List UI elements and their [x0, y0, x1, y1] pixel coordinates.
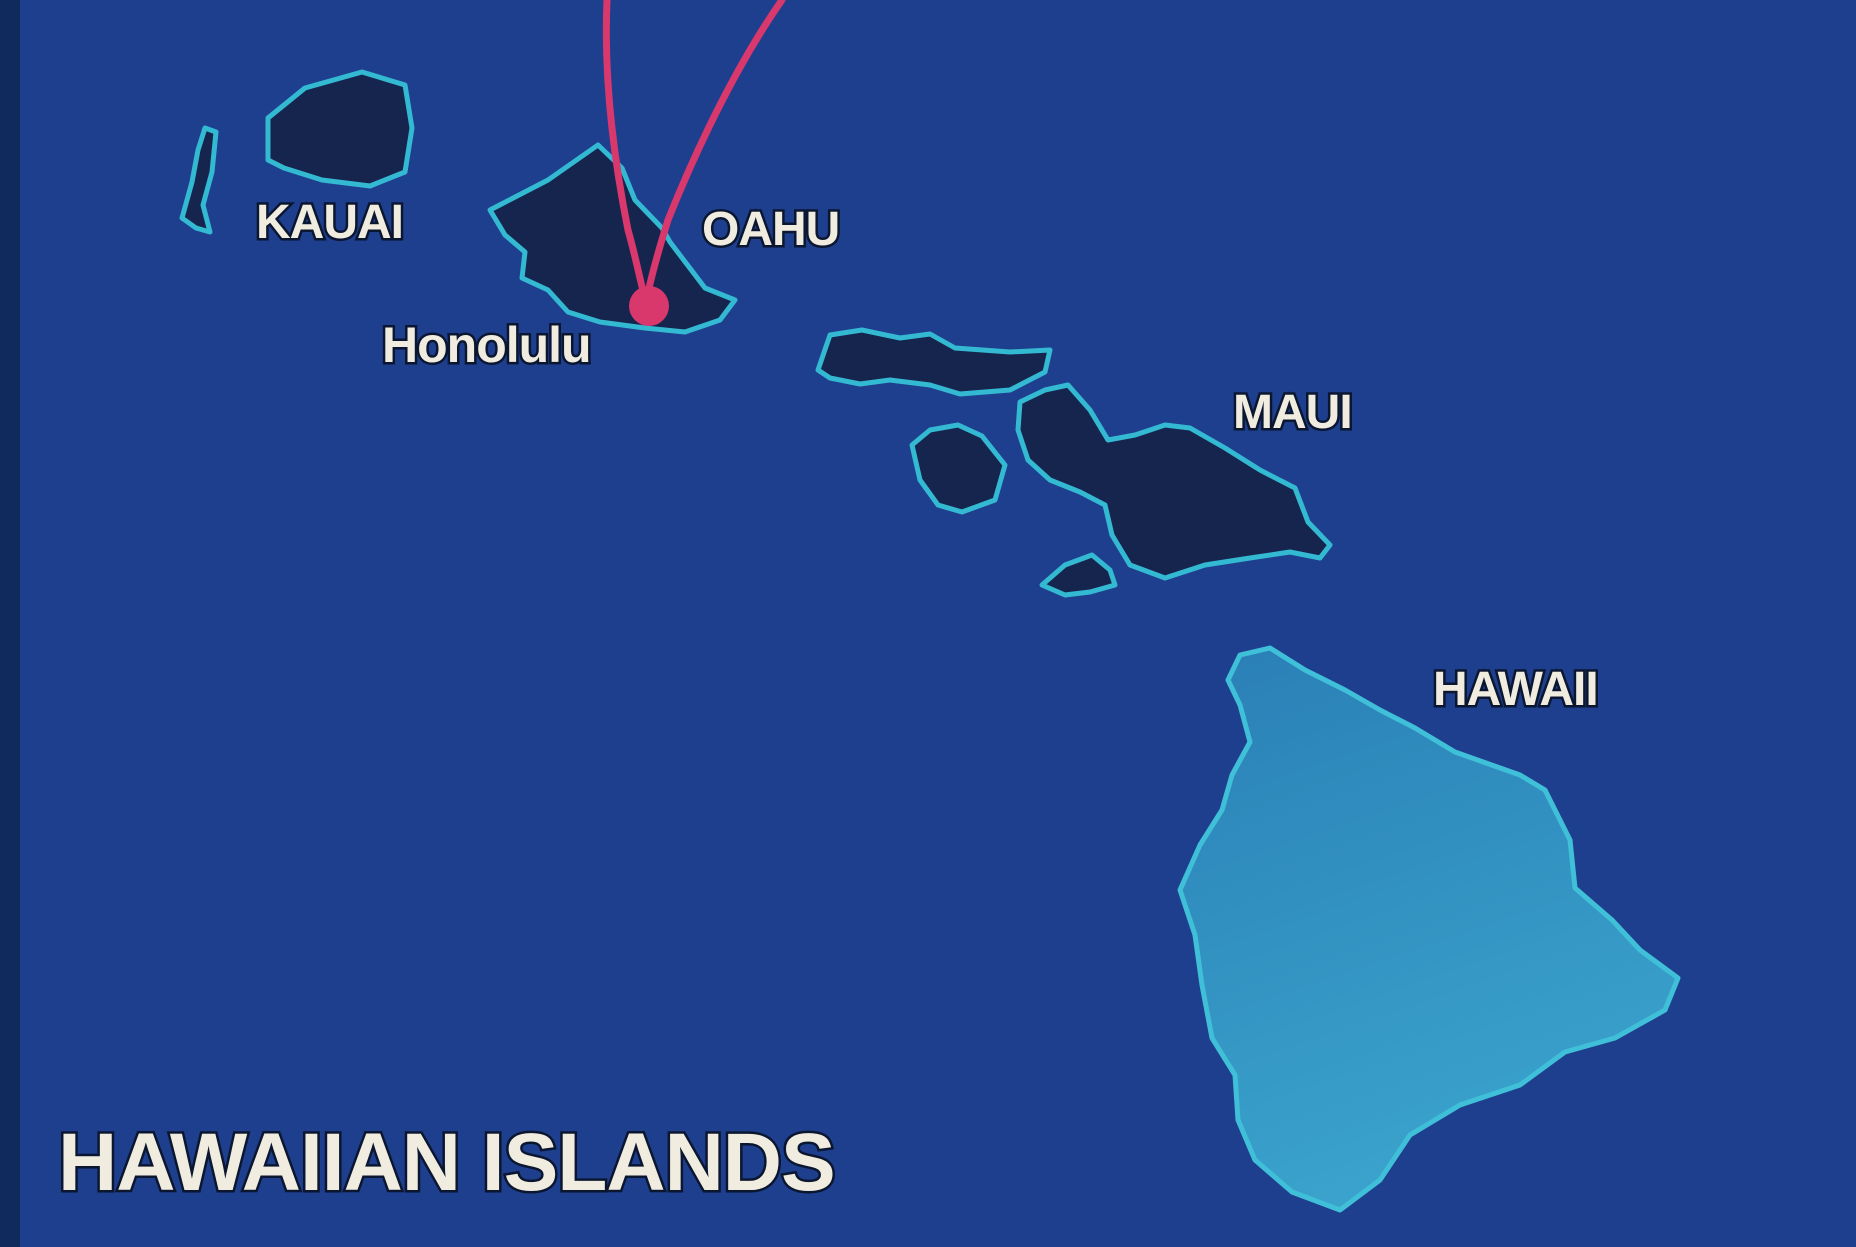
label-hawaii: HAWAII — [1433, 663, 1598, 716]
island-kahoolawe — [1039, 552, 1118, 598]
flight-route-north — [602, 0, 650, 306]
island-oahu — [487, 142, 738, 335]
island-hawaii — [1177, 645, 1681, 1213]
island-maui — [1015, 382, 1333, 581]
island-niihau — [179, 125, 219, 235]
label-kauai: KAUAI — [256, 196, 403, 249]
label-maui: MAUI — [1233, 386, 1352, 439]
frame-edge — [0, 0, 20, 1247]
flight-route-northeast — [642, 0, 786, 306]
label-oahu: OAHU — [702, 203, 839, 256]
island-lanai — [909, 422, 1008, 515]
island-kauai — [265, 69, 415, 189]
honolulu-marker — [629, 286, 669, 326]
map-title: HAWAIIAN ISLANDS — [58, 1117, 835, 1208]
label-honolulu: Honolulu — [382, 317, 591, 373]
island-molokai — [815, 327, 1053, 397]
